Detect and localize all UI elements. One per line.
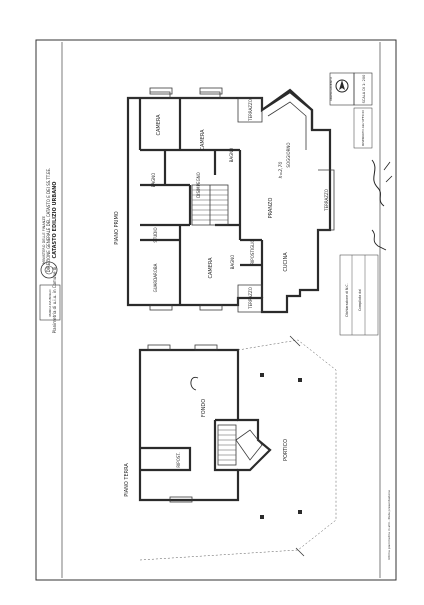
- room-terrazzo3: TERRAZZO: [248, 287, 253, 310]
- revenue-stamp-text: MARCA DA BOLLO: [48, 289, 52, 317]
- scale-label: SCALA DI 1: 200: [362, 75, 366, 104]
- signature: [371, 159, 393, 251]
- room-cucina: CUCINA: [283, 252, 289, 272]
- handwritten-c-mark: [190, 376, 199, 391]
- room-ripostiglio-ground: RIPOST.: [176, 452, 181, 467]
- dated-label: Dichiarazione di N.C.: [345, 283, 349, 316]
- room-ripostiglio: RIPOSTIGLIO: [250, 239, 255, 264]
- room-bagno1: BAGNO: [151, 173, 156, 188]
- first-floor-plan: PIANO PRIMO: [114, 87, 335, 314]
- first-floor-title: PIANO PRIMO: [114, 211, 120, 244]
- scale-box: SCALA DI 1: 200: [353, 72, 373, 106]
- revenue-stamp-box: MARCA DA BOLLO: [39, 284, 61, 321]
- room-terrazzo2: TERRAZZO: [324, 189, 329, 212]
- stamp-line2: DIREZIONE GENERALE DEL CATASTO E DEI SS.…: [46, 168, 51, 273]
- room-portico: PORTICO: [283, 439, 289, 461]
- room-pranzo: PRANZO: [268, 198, 274, 219]
- room-studio: STUDIO: [153, 227, 158, 242]
- room-camera2: CAMERA: [200, 129, 206, 151]
- stamp-line4: Planimetria di u.i.u. in Comune di: [52, 267, 57, 334]
- stamp-line1: MINISTERO DELLE FINANZE: [42, 216, 46, 264]
- stair-first-floor: [191, 184, 229, 226]
- stair-ground-floor: [217, 424, 263, 466]
- room-bagno2: BAGNO: [229, 148, 234, 163]
- compiler-label: RISERVATO ALL'UFFICIO: [361, 110, 365, 146]
- room-terrazzo1: TERRAZZO: [248, 99, 253, 122]
- office-reserved-box: RISERVATO ALL'UFFICIO: [353, 107, 373, 149]
- ground-floor-plan: PIANO TERRA FONDO PORTICO: [124, 335, 337, 561]
- room-guardaroba: GUARDAROBA: [153, 263, 158, 292]
- declaration-box: Dichiarazione di N.C. Compilata dal: [339, 254, 379, 336]
- sheet-border: [35, 39, 397, 581]
- footer-note: Ultima planimetria in atti - Data presen…: [387, 490, 391, 560]
- room-disimpegno: DISIMPEGNO: [196, 172, 201, 198]
- stamp-line3: CATASTO EDILIZIO URBANO: [52, 181, 58, 258]
- orientation-box: ORIENTAMENTO: [329, 72, 355, 106]
- room-soggiorno: SOGGIORNO: [286, 142, 291, 167]
- orientation-label: ORIENTAMENTO: [329, 76, 333, 101]
- room-fondo: FONDO: [201, 399, 207, 417]
- ground-floor-title: PIANO TERRA: [124, 463, 130, 497]
- compiled-label: Compilata dal: [358, 289, 362, 311]
- room-camera1: CAMERA: [156, 114, 162, 136]
- room-camera3: CAMERA: [208, 257, 214, 279]
- ministry-stamp: MINISTERO DELLE FINANZE DIREZIONE GENERA…: [40, 168, 58, 334]
- height-note: h=2,70: [278, 162, 284, 179]
- room-bagno3: BAGNO: [230, 255, 235, 270]
